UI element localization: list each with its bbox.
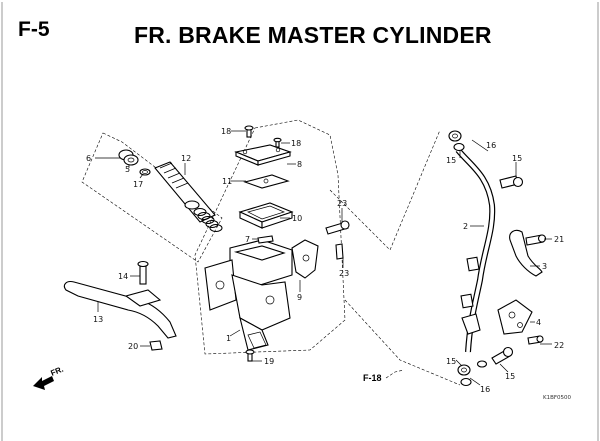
bolt-23 (325, 220, 350, 260)
callout-22: 22 (554, 341, 564, 350)
switch-screw (245, 349, 255, 362)
hose-guide (497, 299, 533, 335)
callout-12: 12 (181, 154, 191, 163)
callout-10: 10 (292, 214, 302, 223)
master-cylinder-group-box (194, 119, 346, 355)
callout-13: 13 (93, 315, 103, 324)
brake-hose (455, 148, 496, 353)
brake-lever (63, 281, 177, 339)
snap-ring (139, 168, 151, 176)
holder-bracket (291, 239, 319, 279)
plate-hole (263, 178, 269, 184)
callout-16-top: 16 (486, 141, 496, 150)
lever-pivot-nut (149, 340, 163, 351)
callout-14: 14 (118, 272, 128, 281)
callout-3: 3 (542, 262, 547, 271)
callout-4: 4 (536, 318, 541, 327)
callout-16-bottom: 16 (480, 385, 490, 394)
callout-6: 6 (86, 154, 91, 163)
callout-15-bottom-right: 15 (505, 372, 515, 381)
reference-f18: F-18 (363, 373, 382, 383)
piston-boot (118, 149, 139, 166)
lever-pivot-bolt (137, 260, 149, 285)
piston-kit-group-box (81, 132, 223, 263)
clamp-bolt (525, 234, 547, 246)
callout-2: 2 (463, 222, 468, 231)
screw-18-right (273, 137, 282, 148)
callout-7: 7 (245, 235, 250, 244)
banjo-bolt-top (499, 175, 524, 189)
callout-21: 21 (554, 235, 564, 244)
callout-20: 20 (128, 342, 138, 351)
pivot-pin (257, 235, 274, 244)
reservoir-cap (234, 144, 292, 166)
callout-15-top-left: 15 (446, 156, 456, 165)
page-title: FR. BRAKE MASTER CYLINDER (134, 22, 492, 48)
callout-15-top-right: 15 (512, 154, 522, 163)
callout-23-bottom: 23 (339, 269, 349, 278)
callout-5: 5 (125, 165, 130, 174)
screw-18-top (244, 125, 254, 138)
section-code: F-5 (18, 18, 50, 41)
callout-19: 19 (264, 357, 274, 366)
callout-11: 11 (222, 177, 232, 186)
banjo-fitting-bottom (457, 360, 488, 387)
leader-hose-top (329, 129, 441, 251)
piston-assembly (154, 161, 223, 232)
callout-18-right: 18 (291, 139, 301, 148)
front-direction-arrow-icon (33, 376, 54, 390)
diaphragm-plate (243, 174, 290, 189)
master-cylinder-body (204, 239, 293, 351)
reference-leader (385, 369, 405, 379)
leader-hose-bottom (344, 299, 461, 386)
drawing-code: K1BF0500 (543, 395, 572, 401)
diaphragm (238, 202, 294, 229)
callout-1: 1 (226, 334, 231, 343)
banjo-fitting-top (448, 130, 465, 152)
banjo-bolt-bottom (491, 346, 514, 365)
callout-23-top: 23 (337, 199, 347, 208)
callout-leaders (95, 130, 552, 386)
callout-17: 17 (133, 180, 143, 189)
front-direction-label: FR. (49, 365, 64, 378)
guide-bolt (527, 335, 544, 345)
hose-clamp (509, 229, 543, 277)
callout-15-bottom-left: 15 (446, 357, 456, 366)
callout-9: 9 (297, 293, 302, 302)
callout-18-top: 18 (221, 127, 231, 136)
callout-8: 8 (297, 160, 302, 169)
